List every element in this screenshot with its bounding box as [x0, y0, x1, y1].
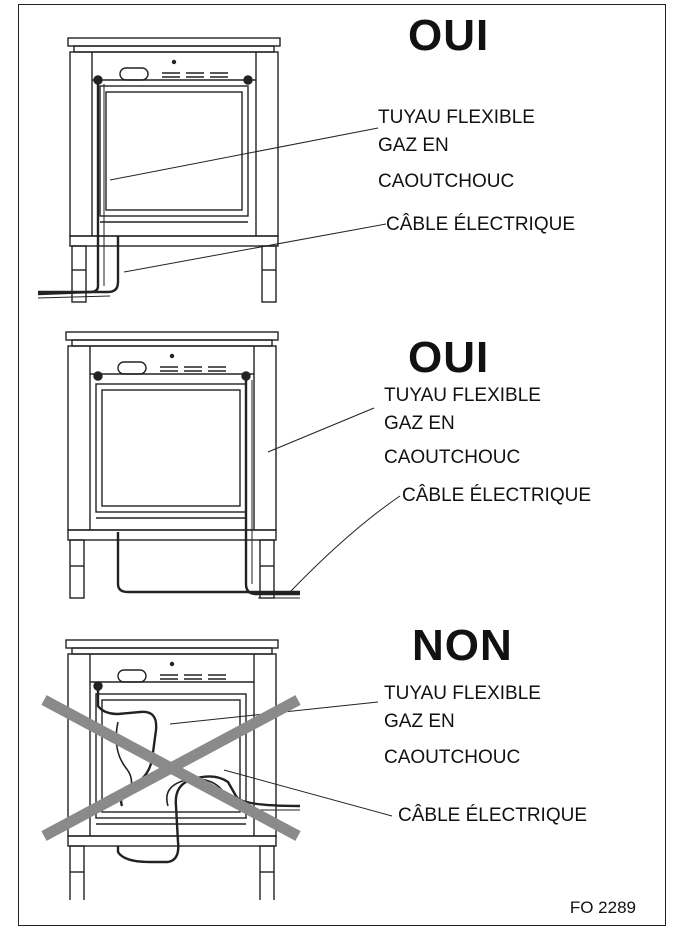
cable-leader-line — [223, 769, 393, 817]
hose-label-line2: GAZ EN — [378, 135, 449, 156]
stove-diagram-3 — [41, 639, 393, 900]
electrical-cable — [116, 532, 300, 594]
hose-label-line3: CAOUTCHOUC — [384, 747, 521, 768]
verdict-label: OUI — [408, 333, 490, 382]
hose-label-line1: TUYAU FLEXIBLE — [384, 385, 541, 406]
figure-frame — [18, 4, 666, 926]
verdict-label: OUI — [408, 11, 490, 60]
hose-label-line2: GAZ EN — [384, 413, 455, 434]
hose-label-line3: CAOUTCHOUC — [378, 171, 515, 192]
panel-correct-1: OUI TUYAU FLEXIBLE GAZ EN CAOUTCHOUC CÂB… — [0, 0, 676, 310]
gas-hose — [37, 84, 100, 296]
verdict-label: NON — [412, 621, 513, 670]
stove-diagram-1 — [37, 37, 387, 303]
panel-correct-2: OUI TUYAU FLEXIBLE GAZ EN CAOUTCHOUC CÂB… — [0, 300, 676, 610]
hose-label-line2: GAZ EN — [384, 711, 455, 732]
hose-label-line1: TUYAU FLEXIBLE — [384, 683, 541, 704]
panel-incorrect: NON TUYAU FLEXIBLE GAZ EN CAOUTCHOUC CÂB… — [0, 610, 676, 900]
electrical-cable — [38, 236, 120, 294]
cross-out-mark — [41, 695, 301, 841]
figure-reference: FO 2289 — [569, 898, 636, 917]
stove-diagram-2 — [65, 331, 401, 599]
hose-leader-line — [267, 407, 375, 453]
cable-leader-line — [123, 223, 387, 273]
hose-leader-line — [109, 127, 379, 181]
hose-label-line3: CAOUTCHOUC — [384, 447, 521, 468]
cable-label: CÂBLE ÉLECTRIQUE — [386, 214, 575, 235]
cable-leader-line — [289, 495, 401, 593]
hose-label-line1: TUYAU FLEXIBLE — [378, 107, 535, 128]
cable-label: CÂBLE ÉLECTRIQUE — [398, 805, 587, 826]
cable-label: CÂBLE ÉLECTRIQUE — [402, 485, 591, 506]
